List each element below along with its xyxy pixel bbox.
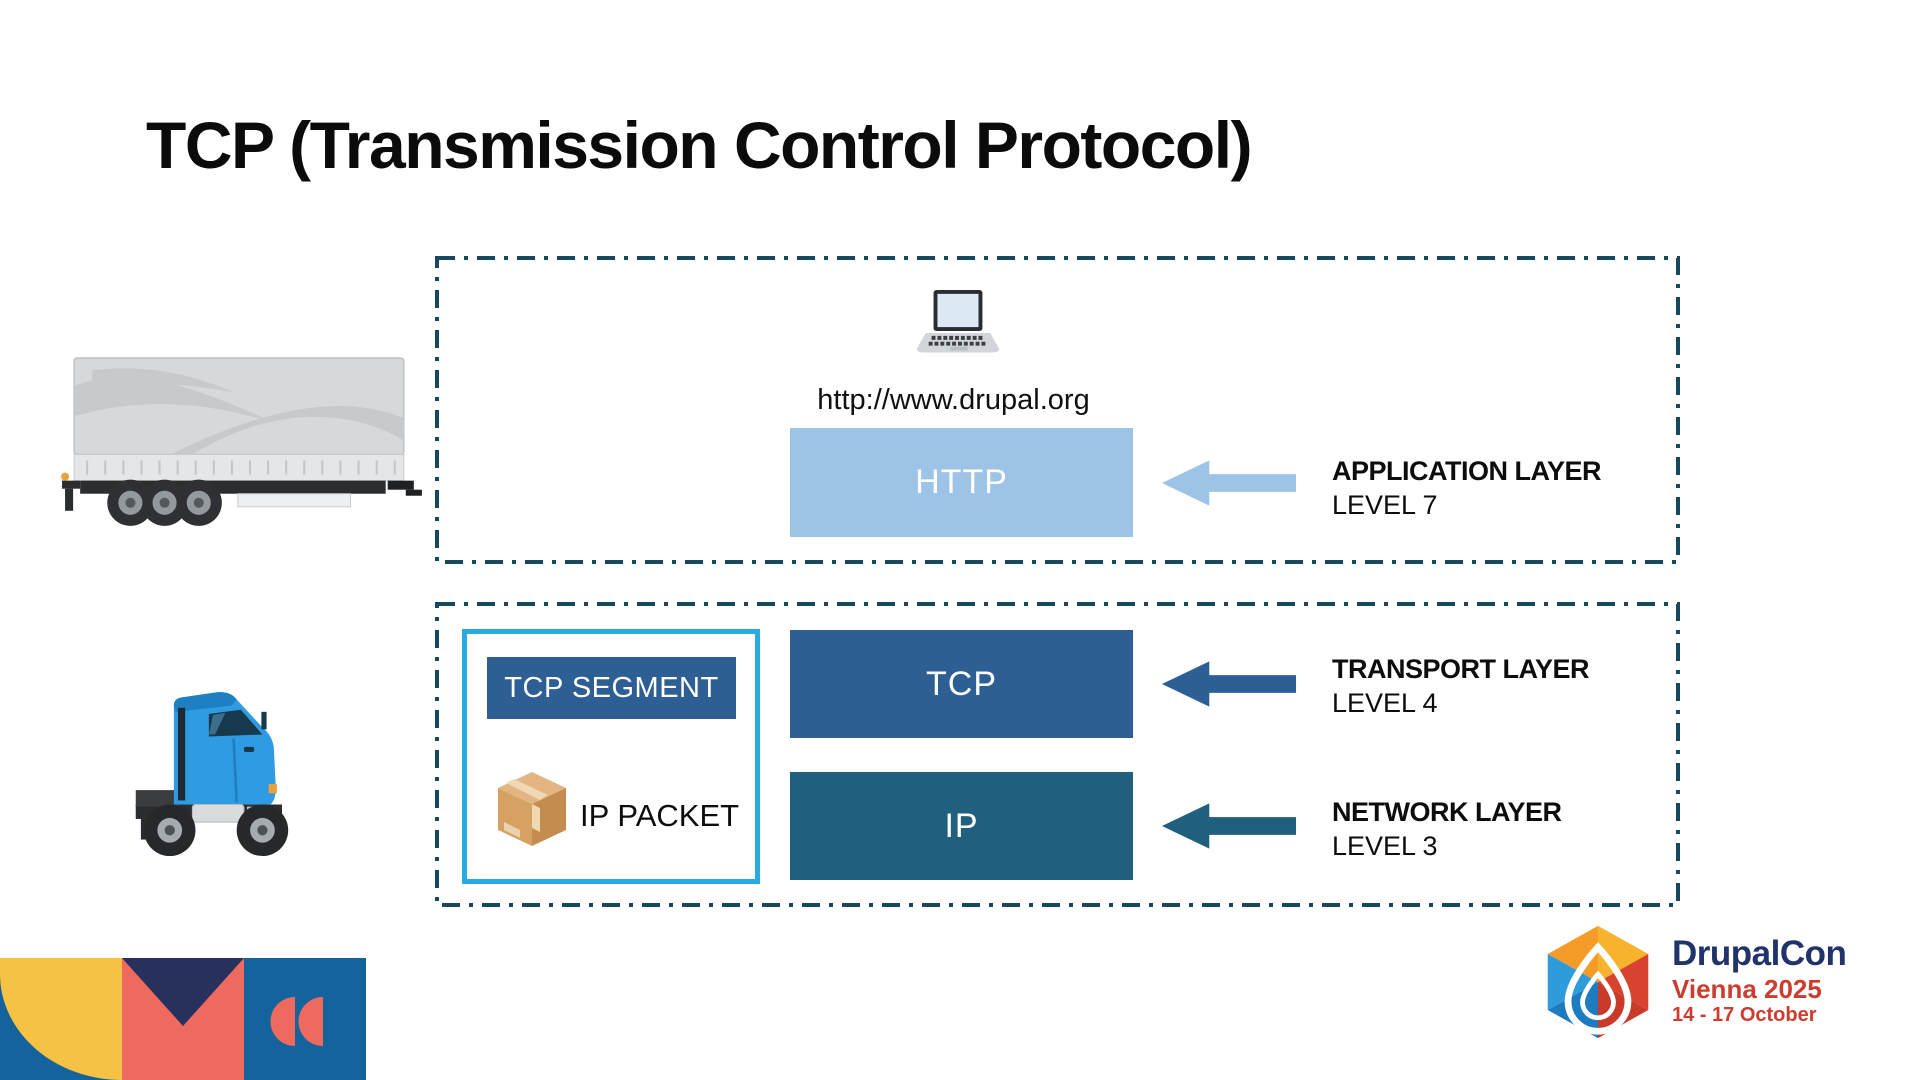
tcp-box-label: TCP	[926, 664, 997, 703]
http-box-label: HTTP	[915, 463, 1008, 501]
layer-name: NETWORK LAYER	[1332, 797, 1562, 827]
decorative-pattern	[0, 958, 366, 1080]
brand-location-year: Vienna 2025	[1672, 974, 1822, 1004]
laptop-icon	[914, 288, 1002, 362]
http-box: HTTP	[790, 428, 1133, 537]
dash-dot-border	[435, 602, 1680, 907]
dash-dot-border	[435, 256, 1680, 564]
ip-box-label: IP	[944, 806, 979, 845]
tcp-segment-label: TCP SEGMENT	[504, 671, 719, 704]
package-icon	[494, 770, 570, 848]
page-title: TCP (Transmission Control Protocol)	[146, 108, 1253, 182]
ip-box: IP	[790, 772, 1133, 880]
layer-name: TRANSPORT LAYER	[1332, 654, 1590, 684]
layer-level: LEVEL 3	[1332, 831, 1438, 861]
tcp-box: TCP	[790, 630, 1133, 738]
left-arrow-icon	[1161, 661, 1297, 707]
ip-packet-label: IP PACKET	[580, 798, 740, 833]
truck-trailer-illustration	[52, 352, 444, 530]
application-layer-label: APPLICATION LAYER LEVEL 7	[1332, 454, 1602, 522]
tcp-segment-box: TCP SEGMENT	[487, 657, 736, 719]
left-arrow-icon	[1161, 803, 1297, 849]
url-text: http://www.drupal.org	[817, 384, 1090, 416]
layer-level: LEVEL 7	[1332, 490, 1438, 520]
application-layer-group	[435, 256, 1680, 564]
left-arrow-icon	[1161, 460, 1297, 506]
truck-cab-illustration	[110, 683, 316, 863]
transport-layer-label: TRANSPORT LAYER LEVEL 4	[1332, 652, 1590, 720]
transport-network-group	[435, 602, 1680, 907]
layer-name: APPLICATION LAYER	[1332, 456, 1602, 486]
network-layer-label: NETWORK LAYER LEVEL 3	[1332, 795, 1562, 863]
drupalcon-hexagon-icon	[1547, 925, 1649, 1039]
layer-level: LEVEL 4	[1332, 688, 1438, 718]
brand-name: DrupalCon	[1672, 934, 1847, 973]
drupalcon-logo: DrupalCon Vienna 2025 14 - 17 October	[1538, 922, 1918, 1052]
brand-dates: 14 - 17 October	[1672, 1004, 1817, 1026]
